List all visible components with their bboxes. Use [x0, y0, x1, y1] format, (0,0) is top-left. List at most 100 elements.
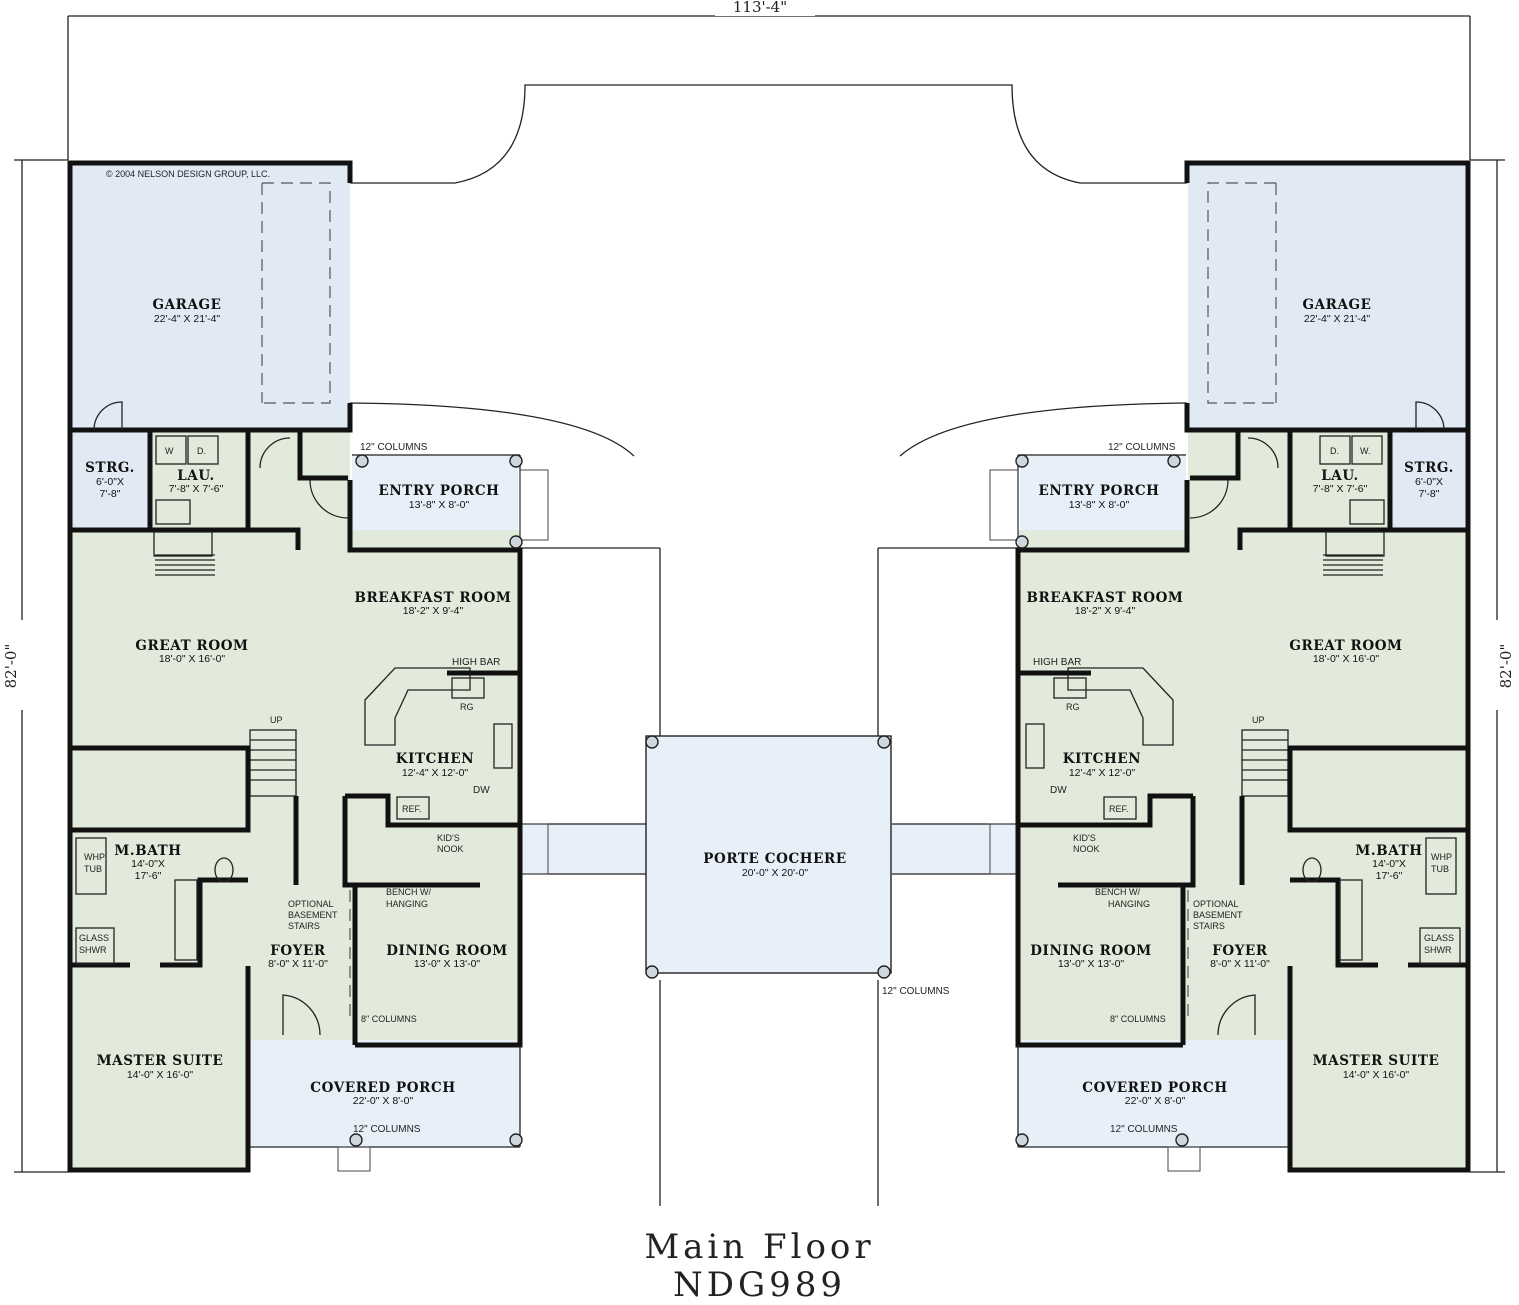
right-covered-porch-dim: 22'-0" X 8'-0" — [1125, 1095, 1186, 1107]
overall-width-label: 113'-4" — [733, 0, 787, 16]
left-mbath-dim2: 17'-6" — [135, 870, 162, 882]
right-rg-label: RG — [1066, 702, 1080, 712]
plan-title: Main Floor NDG989 — [0, 1228, 1519, 1304]
left-high-bar: HIGH BAR — [452, 657, 500, 668]
right-storage-dim2: 7'-8" — [1419, 488, 1440, 500]
right-washer: W. — [1360, 446, 1371, 456]
left-foyer-name: FOYER — [270, 943, 326, 959]
right-optional-2: BASEMENT — [1193, 910, 1243, 920]
right-master-dim: 14'-0" X 16'-0" — [1343, 1069, 1410, 1081]
left-dining-dim: 13'-0" X 13'-0" — [414, 958, 481, 970]
right-master-area — [1290, 965, 1468, 1170]
left-garage-name: GARAGE — [152, 297, 221, 313]
left-master-area — [70, 965, 248, 1170]
left-foyer-dim: 8'-0" X 11'-0" — [268, 958, 328, 970]
left-glass-2: SHWR — [79, 945, 107, 955]
right-dryer: D. — [1330, 446, 1339, 456]
left-covered-porch-area — [250, 1040, 520, 1147]
right-dining-dim: 13'-0" X 13'-0" — [1058, 958, 1125, 970]
right-entry-porch-dim: 13'-8" X 8'-0" — [1069, 499, 1130, 511]
right-entry-porch-columns: 12" COLUMNS — [1108, 442, 1176, 453]
right-kitchen-name: KITCHEN — [1063, 751, 1141, 767]
left-ref-label: REF. — [402, 804, 422, 814]
right-dining-name: DINING ROOM — [1030, 943, 1152, 959]
left-kids-nook-2: NOOK — [437, 844, 464, 854]
left-storage-name: STRG. — [85, 460, 135, 476]
left-unit: W D. GARAGE 22'-4" X 21'-4" © 2004 NELSO… — [67, 160, 549, 1173]
left-kitchen-dim: 12'-4" X 12'-0" — [402, 767, 469, 779]
right-garage-dim: 22'-4" X 21'-4" — [1304, 313, 1371, 325]
right-whp-1: WHP — [1431, 852, 1452, 862]
left-entry-porch-dim: 13'-8" X 8'-0" — [409, 499, 470, 511]
left-optional-2: BASEMENT — [288, 910, 338, 920]
left-dryer: D. — [197, 446, 206, 456]
left-optional-3: STAIRS — [288, 921, 320, 931]
porte-cochere-columns-note: 12" COLUMNS — [882, 986, 950, 997]
left-kids-nook-1: KID'S — [437, 833, 460, 843]
left-up-label: UP — [270, 715, 283, 725]
right-high-bar: HIGH BAR — [1033, 657, 1081, 668]
left-laundry-dim: 7'-8" X 7'-6" — [169, 483, 224, 495]
left-glass-1: GLASS — [79, 933, 109, 943]
right-ref-label: REF. — [1109, 804, 1129, 814]
left-breakfast-name: BREAKFAST ROOM — [355, 590, 512, 606]
left-master-dim: 14'-0" X 16'-0" — [127, 1069, 194, 1081]
right-unit: D. W. GARAGE 22'-4" X 21'-4" STRG. 6'-0"… — [989, 160, 1471, 1173]
left-entry-porch-columns: 12" COLUMNS — [360, 442, 428, 453]
left-bench-2: HANGING — [386, 899, 428, 909]
left-washer: W — [165, 446, 174, 456]
right-covered-porch-area — [1018, 1040, 1288, 1147]
right-breakfast-name: BREAKFAST ROOM — [1027, 590, 1184, 606]
right-laundry-name: LAU. — [1321, 468, 1359, 484]
right-laundry-dim: 7'-8" X 7'-6" — [1313, 483, 1368, 495]
right-covered-porch-name: COVERED PORCH — [1082, 1080, 1227, 1096]
left-storage-dim1: 6'-0"X — [96, 476, 124, 488]
left-dining-name: DINING ROOM — [386, 943, 508, 959]
overall-depth-right-label: 82'-0" — [1497, 644, 1515, 689]
porte-cochere-dim: 20'-0" X 20'-0" — [742, 867, 809, 879]
right-kids-nook-2: NOOK — [1073, 844, 1100, 854]
left-laundry-name: LAU. — [177, 468, 215, 484]
left-mbath-dim1: 14'-0"X — [131, 858, 165, 870]
right-storage-dim1: 6'-0"X — [1415, 476, 1443, 488]
right-up-label: UP — [1252, 715, 1265, 725]
left-great-room-dim: 18'-0" X 16'-0" — [159, 653, 226, 665]
left-covered-porch-columns: 12" COLUMNS — [353, 1124, 421, 1135]
right-foyer-name: FOYER — [1212, 943, 1268, 959]
right-optional-1: OPTIONAL — [1193, 899, 1239, 909]
right-kitchen-dim: 12'-4" X 12'-0" — [1069, 767, 1136, 779]
left-bench-1: BENCH W/ — [386, 887, 431, 897]
right-garage-name: GARAGE — [1302, 297, 1371, 313]
left-garage-area — [70, 163, 350, 430]
right-kids-nook-1: KID'S — [1073, 833, 1096, 843]
right-glass-2: SHWR — [1424, 945, 1452, 955]
left-master-name: MASTER SUITE — [97, 1053, 224, 1069]
right-foyer-dim: 8'-0" X 11'-0" — [1210, 958, 1270, 970]
left-mbath-name: M.BATH — [114, 843, 181, 859]
right-covered-porch-columns: 12" COLUMNS — [1110, 1124, 1178, 1135]
left-kitchen-name: KITCHEN — [396, 751, 474, 767]
driveway — [349, 84, 1188, 1206]
right-dw-label: DW — [1050, 785, 1067, 796]
right-great-room-name: GREAT ROOM — [1289, 638, 1402, 654]
left-covered-porch-dim: 22'-0" X 8'-0" — [353, 1095, 414, 1107]
right-great-room-dim: 18'-0" X 16'-0" — [1313, 653, 1380, 665]
right-bench-1: BENCH W/ — [1095, 887, 1140, 897]
left-rg-label: RG — [460, 702, 474, 712]
right-entry-porch-name: ENTRY PORCH — [1038, 483, 1159, 499]
left-whp-2: TUB — [84, 864, 102, 874]
overall-depth-left-label: 82'-0" — [2, 644, 20, 689]
left-garage-dim: 22'-4" X 21'-4" — [154, 313, 221, 325]
porte-cochere-name: PORTE COCHERE — [703, 851, 847, 867]
right-mbath-dim1: 14'-0"X — [1372, 858, 1406, 870]
right-storage-name: STRG. — [1404, 460, 1454, 476]
copyright: © 2004 NELSON DESIGN GROUP, LLC. — [106, 169, 270, 179]
right-mbath-dim2: 17'-6" — [1376, 870, 1403, 882]
right-breakfast-dim: 18'-2" X 9'-4" — [1075, 605, 1136, 617]
plan-title-line-2: NDG989 — [672, 1265, 847, 1305]
right-bench-2: HANGING — [1108, 899, 1150, 909]
left-breakfast-dim: 18'-2" X 9'-4" — [403, 605, 464, 617]
right-garage-area — [1188, 163, 1468, 430]
plan-title-line-1: Main Floor — [644, 1227, 875, 1267]
